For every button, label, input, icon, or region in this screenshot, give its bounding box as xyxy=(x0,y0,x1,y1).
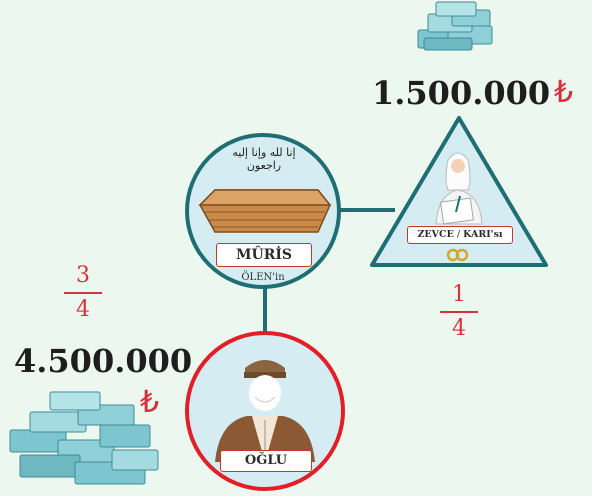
son-share-numerator: 3 xyxy=(76,263,90,288)
spouse-share-fraction: 1 4 xyxy=(440,281,478,343)
spouse-amount: 1.500.000 xyxy=(372,74,551,112)
spouse-label-separator: / xyxy=(453,229,464,240)
spouse-label: ZEVCE / KARI'sı xyxy=(407,226,513,244)
deceased-sublabel: ÖLEN'in xyxy=(241,272,285,283)
spouse-share-numerator: 1 xyxy=(452,282,466,307)
fraction-bar xyxy=(440,311,478,313)
son-share-fraction: 3 4 xyxy=(64,262,102,324)
son-amount: 4.500.000 xyxy=(14,342,193,380)
spouse-label-main: ZEVCE xyxy=(417,229,454,240)
son-share-denominator: 4 xyxy=(76,296,90,322)
lira-icon-son: ₺ xyxy=(140,385,160,420)
coffin-icon xyxy=(198,189,332,233)
spouse-share-denominator: 4 xyxy=(452,315,466,341)
fraction-bar xyxy=(64,292,102,294)
lira-icon-spouse: ₺ xyxy=(554,75,574,110)
rings-icon xyxy=(446,248,469,262)
money-stack-icon-son xyxy=(9,391,159,485)
son-label: OĞLU xyxy=(220,450,312,472)
spouse-label-alt: KARI'sı xyxy=(463,229,503,240)
money-stack-icon-spouse xyxy=(417,1,493,51)
calligraphy-text: إنا لله وإنا إليه راجعون xyxy=(232,146,296,172)
woman-icon xyxy=(435,152,483,225)
deceased-label: MÛRİS xyxy=(216,243,312,267)
